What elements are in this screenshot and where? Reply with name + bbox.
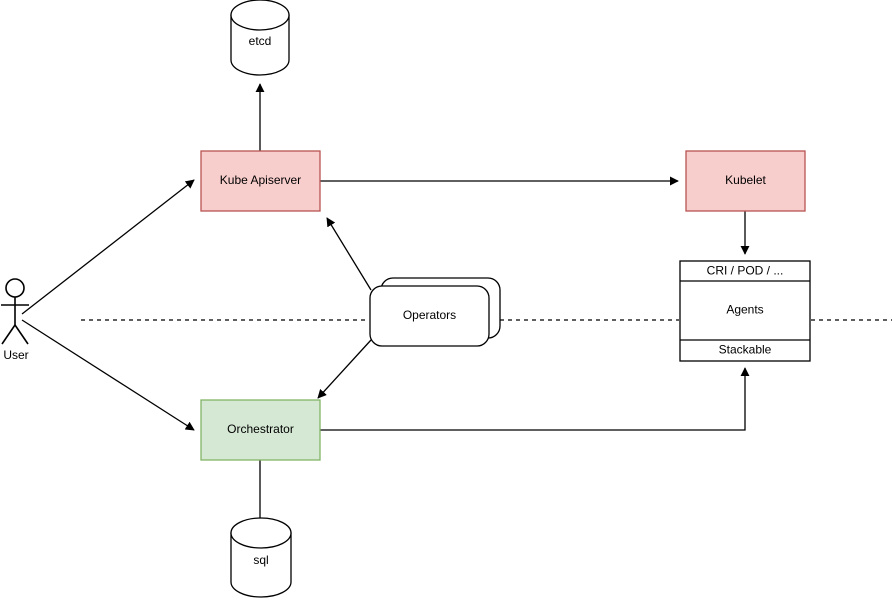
edge-user-to-orchestrator [21, 319, 195, 431]
edge-user-to-apiserver [21, 179, 195, 315]
node-operators-label: Operators [403, 308, 456, 322]
node-kube-apiserver[interactable]: Kube Apiserver [200, 150, 321, 212]
node-user-label: User [3, 348, 28, 362]
node-etcd[interactable]: etcd [230, 0, 290, 76]
node-operators[interactable]: Operators [369, 277, 501, 347]
node-user[interactable]: User [1, 278, 29, 362]
edge-operators-to-apiserver [326, 217, 372, 291]
node-etcd-label: etcd [249, 34, 272, 48]
node-orchestrator-label: Orchestrator [227, 422, 294, 436]
node-agents-header-label: CRI / POD / ... [707, 264, 784, 278]
node-agents-footer-label: Stackable [719, 343, 772, 357]
node-sql[interactable]: sql [230, 517, 292, 598]
node-agents-body-label: Agents [726, 303, 763, 317]
node-agents[interactable]: CRI / POD / ... Agents Stackable [679, 260, 811, 362]
node-kube-apiserver-label: Kube Apiserver [220, 173, 301, 187]
node-orchestrator[interactable]: Orchestrator [200, 399, 321, 461]
node-kubelet[interactable]: Kubelet [685, 150, 806, 212]
node-sql-label: sql [253, 553, 268, 567]
edge-operators-to-orchestrator [317, 339, 372, 399]
node-kubelet-label: Kubelet [725, 173, 766, 187]
edge-orchestrator-to-stackable [320, 367, 750, 431]
